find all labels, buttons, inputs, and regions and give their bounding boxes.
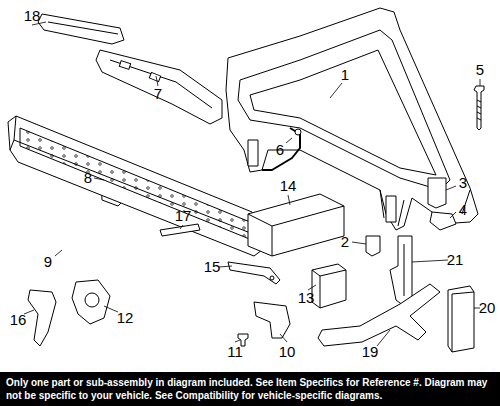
callout-number: 12 bbox=[117, 310, 134, 326]
callout-number: 1 bbox=[341, 67, 349, 83]
callout-number: 2 bbox=[341, 234, 349, 250]
callout-number: 13 bbox=[298, 290, 315, 306]
callout-number: 21 bbox=[447, 252, 464, 268]
callout-number: 19 bbox=[362, 344, 379, 360]
callout-number: 8 bbox=[84, 170, 92, 186]
callout-number: 7 bbox=[154, 86, 162, 102]
callout-number: 4 bbox=[459, 202, 467, 218]
callout-number: 17 bbox=[175, 208, 192, 224]
callout-number: 9 bbox=[44, 254, 52, 270]
callout-number: 11 bbox=[227, 344, 243, 360]
callout-number: 20 bbox=[479, 300, 496, 316]
callout-number: 10 bbox=[279, 344, 296, 360]
notice-text: Only one part or sub-assembly in diagram… bbox=[6, 376, 494, 402]
callout-number: 5 bbox=[476, 62, 484, 78]
callout-number: 6 bbox=[276, 142, 284, 158]
callout-number: 14 bbox=[280, 178, 297, 194]
callout-number: 18 bbox=[24, 8, 41, 24]
notice-band: Only one part or sub-assembly in diagram… bbox=[0, 372, 500, 406]
callout-number: 16 bbox=[10, 312, 27, 328]
callout-number: 15 bbox=[204, 259, 221, 275]
callout-number: 3 bbox=[459, 175, 467, 191]
